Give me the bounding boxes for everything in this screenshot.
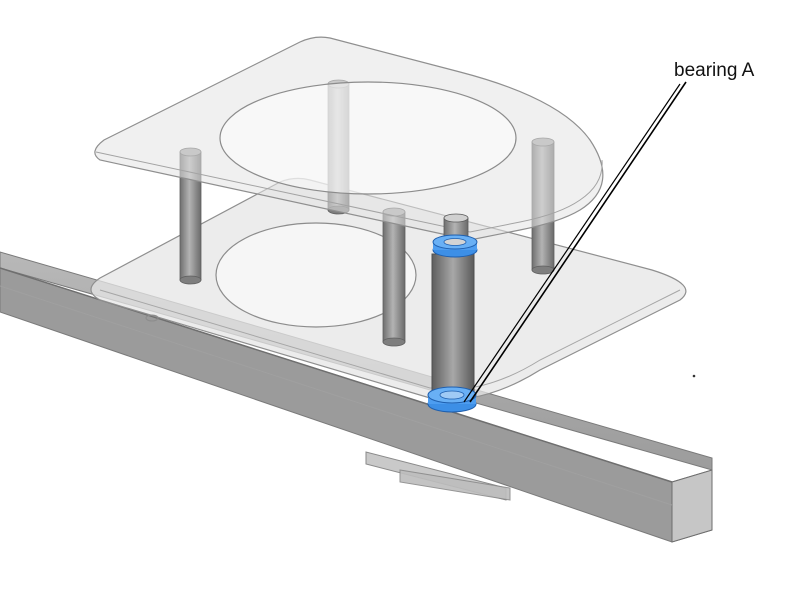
stray-dot <box>692 374 696 378</box>
callout-label-bearing-a: bearing A <box>674 60 755 81</box>
rail-front-face <box>671 469 713 543</box>
shaft-assembly <box>427 213 478 413</box>
shaft-sleeve <box>431 253 475 397</box>
upper-plate <box>94 36 604 241</box>
bearing-top <box>432 234 478 258</box>
bearing-a <box>427 386 477 413</box>
callout-leader <box>463 81 687 403</box>
rod-front <box>382 207 406 347</box>
bottom-block <box>365 451 511 501</box>
lower-plate-hole <box>215 222 417 328</box>
upper-plate-hole <box>219 81 517 195</box>
